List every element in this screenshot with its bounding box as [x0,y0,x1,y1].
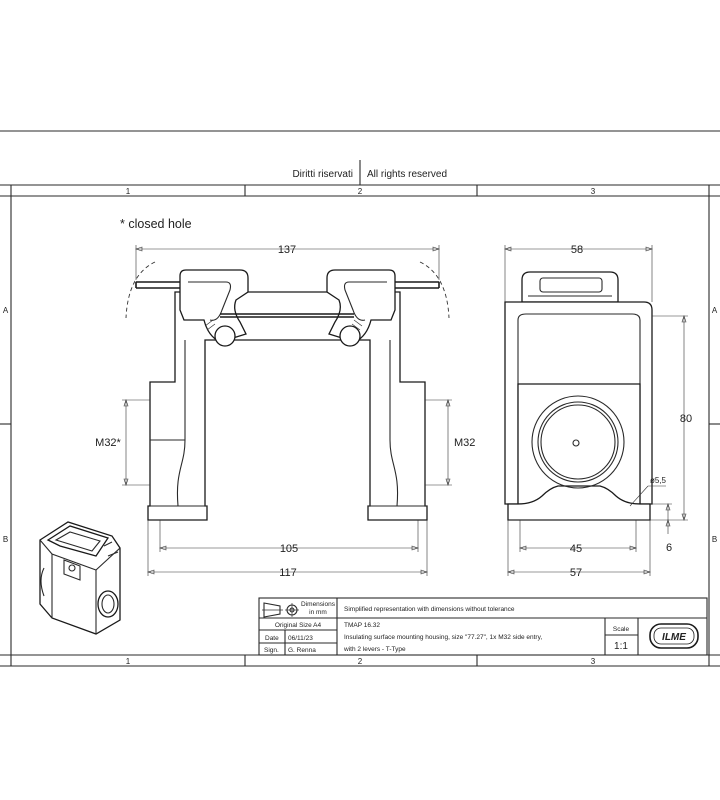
side-hole-diameter-label: ø5,5 [650,476,667,485]
grid-row-b-left: B [3,535,8,544]
front-view-dimensions [122,245,452,576]
front-width-mid-label: 105 [280,543,298,555]
grid-row-a-right: A [712,306,718,315]
front-width-bottom-label: 117 [279,567,297,579]
rights-reserved-english: All rights reserved [367,169,447,180]
front-thread-right-label: M32 [454,437,475,449]
scale-value: 1:1 [614,641,628,652]
grid-column-2-top: 2 [358,187,363,196]
side-base-height-label: 6 [666,542,672,554]
front-view [125,261,450,521]
grid-column-1-bottom: 1 [126,657,131,666]
grid-column-3-bottom: 3 [591,657,596,666]
isometric-view [39,521,121,635]
side-view-dimensions [504,245,688,576]
grid-column-2-bottom: 2 [358,657,363,666]
side-width-top-label: 58 [571,244,583,256]
grid-column-1-top: 1 [126,187,131,196]
side-height-label: 80 [680,413,692,425]
sign-label: Sign. [264,647,279,654]
product-description-line2: with 2 levers - T-Type [343,646,406,653]
date-value: 06/11/23 [288,635,313,642]
scale-label: Scale [613,626,630,633]
dimensions-unit-line1: Dimensions [301,601,336,608]
side-width-bottom-label: 57 [570,567,582,579]
title-block [258,597,708,656]
product-code: TMAP 16.32 [344,622,380,629]
original-size: Original Size A4 [275,622,322,629]
front-thread-left-label: M32* [95,437,121,449]
representation-note: Simplified representation with dimension… [344,606,515,613]
product-description-line1: Insulating surface mounting housing, siz… [344,634,542,641]
dimensions-unit-line2: in mm [309,609,327,616]
sheet-frame [0,130,720,667]
sign-value: G. Renna [288,647,316,654]
closed-hole-note: * closed hole [120,217,192,231]
grid-row-b-right: B [712,535,717,544]
grid-row-a-left: A [3,306,9,315]
logo-text: ILME [662,632,686,643]
side-view [504,271,653,521]
side-hole-spacing-label: 45 [570,543,582,555]
date-label: Date [265,635,279,642]
front-width-top-label: 137 [278,244,296,256]
ilme-logo: ILME [649,623,699,649]
grid-column-3-top: 3 [591,187,596,196]
rights-reserved-italian: Diritti riservati [292,169,353,180]
